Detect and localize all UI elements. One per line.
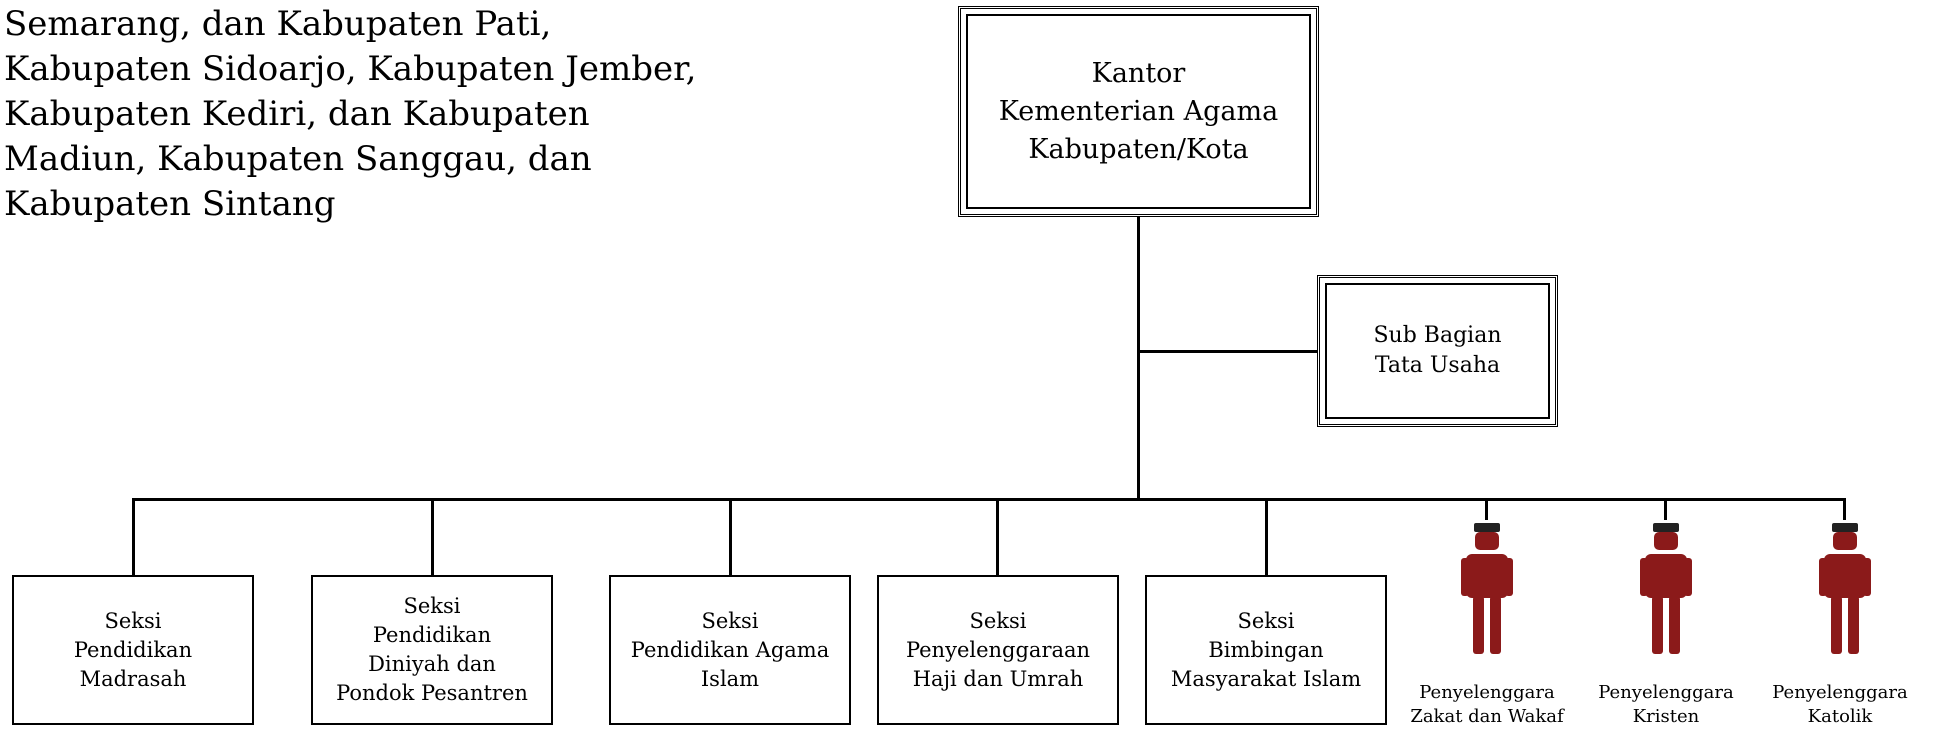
connector-head-trunk <box>1137 216 1140 499</box>
penyelenggara-katolik-label: Penyelenggara Katolik <box>1772 682 1908 727</box>
sub-bagian-tata-usaha-label: Sub Bagian Tata Usaha <box>1373 323 1502 378</box>
intro-line: Semarang, dan Kabupaten Pati, <box>4 4 552 44</box>
intro-line: Madiun, Kabupaten Sanggau, dan <box>4 139 592 179</box>
seksi-label: Seksi Pendidikan Diniyah dan Pondok Pesa… <box>336 594 528 705</box>
seksi-label: Seksi Pendidikan Agama Islam <box>630 608 830 691</box>
seksi-pendidikan-madrasah-box: Seksi Pendidikan Madrasah <box>12 575 254 725</box>
seksi-haji-umrah-box: Seksi Penyelenggaraan Haji dan Umrah <box>877 575 1119 725</box>
intro-line: Kabupaten Sintang <box>4 184 336 224</box>
kantor-kemenag-label: Kantor Kementerian Agama Kabupaten/Kota <box>998 57 1279 165</box>
seksi-label: Seksi Pendidikan Madrasah <box>73 608 193 691</box>
intro-paragraph: Semarang, dan Kabupaten Pati, Kabupaten … <box>4 2 696 227</box>
seksi-pendidikan-diniyah-box: Seksi Pendidikan Diniyah dan Pondok Pesa… <box>311 575 553 725</box>
connector-drop <box>729 498 732 576</box>
connector-drop <box>1485 498 1488 520</box>
person-icon <box>1461 523 1513 654</box>
connector-drop <box>1664 498 1667 520</box>
penyelenggara-kristen-label: Penyelenggara Kristen <box>1598 682 1734 727</box>
connector-drop <box>132 498 135 576</box>
person-icon <box>1640 523 1692 654</box>
connector-horizontal-bus <box>132 498 1845 501</box>
connector-sub-bagian <box>1137 350 1320 353</box>
seksi-bimbingan-masyarakat-islam-box: Seksi Bimbingan Masyarakat Islam <box>1145 575 1387 725</box>
kantor-kemenag-box: Kantor Kementerian Agama Kabupaten/Kota <box>958 6 1319 217</box>
connector-drop <box>1843 498 1846 520</box>
intro-line: Kabupaten Sidoarjo, Kabupaten Jember, <box>4 49 697 89</box>
seksi-label: Seksi Bimbingan Masyarakat Islam <box>1170 608 1362 691</box>
connector-drop <box>996 498 999 576</box>
intro-line: Kabupaten Kediri, dan Kabupaten <box>4 94 590 134</box>
seksi-label: Seksi Penyelenggaraan Haji dan Umrah <box>905 608 1091 691</box>
seksi-pendidikan-agama-islam-box: Seksi Pendidikan Agama Islam <box>609 575 851 725</box>
connector-drop <box>431 498 434 576</box>
penyelenggara-zakat-wakaf-label: Penyelenggara Zakat dan Wakaf <box>1410 682 1564 727</box>
person-icon <box>1819 523 1871 654</box>
connector-drop <box>1265 498 1268 576</box>
sub-bagian-tata-usaha-box: Sub Bagian Tata Usaha <box>1317 275 1558 427</box>
